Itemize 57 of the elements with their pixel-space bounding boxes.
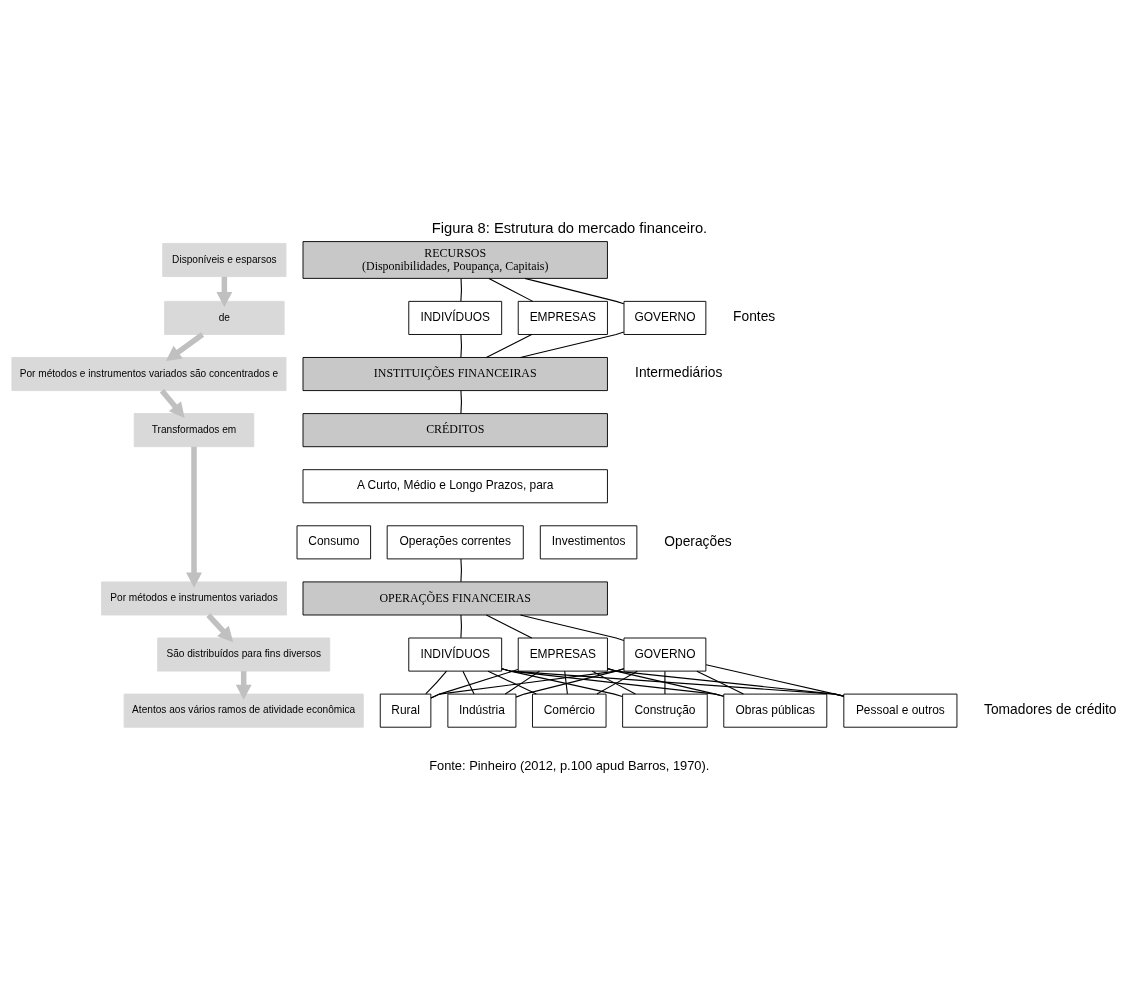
node-box: Disponíveis e esparsos: [162, 242, 287, 277]
connector: [462, 670, 475, 695]
connector: [696, 670, 744, 695]
node-box: GOVERNO: [623, 300, 707, 335]
connector: [460, 390, 462, 414]
node-box: A Curto, Médio e Longo Prazos, para: [302, 469, 608, 504]
arrow: [159, 388, 185, 418]
node-box: EMPRESAS: [517, 637, 608, 672]
node-box: Transformados em: [133, 413, 255, 448]
node-box: Atentos aos vários ramos de atividade econômica: [123, 693, 364, 728]
connector: [487, 670, 537, 695]
connector: [488, 277, 534, 302]
node-box: INDIVÍDUOS: [408, 300, 503, 335]
connector: [460, 334, 462, 358]
connector: [460, 278, 462, 302]
connector: [705, 664, 845, 697]
node-box: São distribuídos para fins diversos: [157, 637, 331, 672]
caption: Fonte: Pinheiro (2012, p.100 apud Barros, 1970).: [429, 758, 710, 774]
connector: [485, 614, 533, 639]
node-box: Por métodos e instrumentos variados: [101, 581, 287, 616]
node-box: CRÉDITOS: [302, 413, 608, 448]
connector: [564, 670, 568, 695]
node-box: Construção: [622, 693, 708, 728]
connector: [519, 614, 625, 641]
node-box: INDIVÍDUOS: [408, 637, 503, 672]
label: Fontes: [733, 309, 776, 325]
node-box: Indústria: [447, 693, 517, 728]
connector: [430, 668, 625, 699]
node-box: Investimentos: [539, 525, 638, 560]
connector: [460, 614, 462, 639]
node-box: Operações correntes: [386, 525, 524, 560]
arrow: [165, 332, 205, 361]
node-box: GOVERNO: [623, 637, 707, 672]
connector: [425, 670, 448, 695]
connector: [504, 670, 540, 695]
node-box: Por métodos e instrumentos variados são concentrados e: [11, 357, 287, 392]
node-box: OPERAÇÕES FINANCEIRAS: [302, 581, 608, 616]
connector: [460, 558, 462, 583]
arrow: [186, 446, 202, 588]
connector: [519, 331, 625, 358]
label: Operações: [664, 533, 732, 549]
node-box: Obras públicas: [723, 693, 828, 728]
diagram-title: Figura 8: Estrutura do mercado financeiro.: [431, 220, 708, 237]
connector: [524, 277, 625, 305]
node-box: Comércio: [532, 693, 607, 728]
label: Intermediários: [635, 365, 723, 381]
node-box: RECURSOS (Disponibilidades, Poupança, Capitais): [302, 241, 608, 279]
node-box: de: [164, 300, 285, 335]
connector: [664, 670, 666, 695]
node-box: EMPRESAS: [517, 300, 608, 335]
node-box: INSTITUIÇÕES FINANCEIRAS: [302, 357, 608, 392]
node-box: Pessoal e outros: [843, 693, 958, 728]
connector: [485, 334, 533, 358]
node-box: Rural: [379, 693, 432, 728]
arrow: [206, 613, 234, 643]
node-box: Consumo: [296, 525, 372, 560]
label: Tomadores de crédito: [984, 701, 1117, 717]
